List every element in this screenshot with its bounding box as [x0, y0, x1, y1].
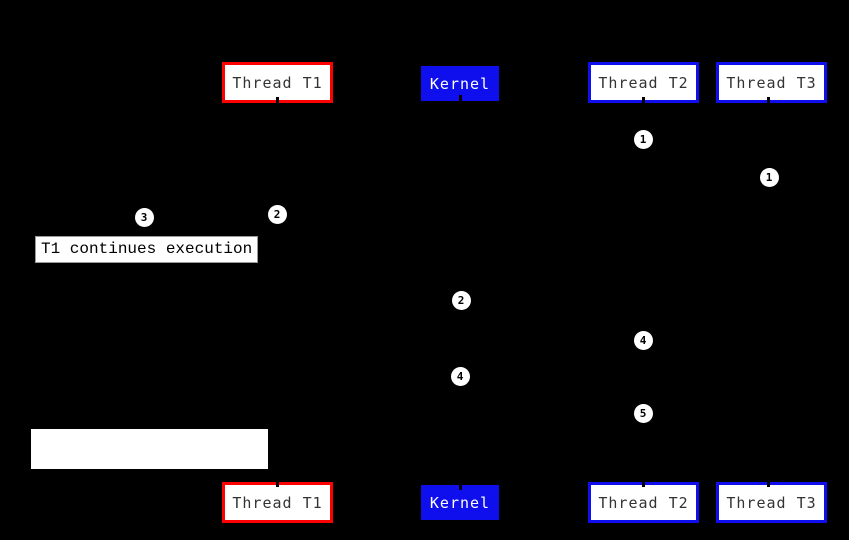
step-marker-1-thread-t3: 1 [759, 167, 779, 187]
step-marker-2-kernel: 2 [451, 290, 471, 310]
lifeline-stub-t3-bottom [767, 476, 770, 487]
step-marker-1-thread-t2-label: 1 [639, 132, 647, 146]
step-marker-3-label: 3 [140, 210, 148, 224]
thread-t3-label-top: Thread T3 [726, 73, 817, 92]
thread-t1-box-bottom: Thread T1 [222, 482, 333, 523]
lifeline-stub-kernel-top [459, 95, 462, 106]
step-marker-1-thread-t2: 1 [633, 129, 653, 149]
step-marker-5-label: 5 [639, 406, 647, 420]
lifeline-stub-kernel-bottom [459, 479, 462, 490]
step-marker-2-kernel-label: 2 [457, 293, 465, 307]
step-marker-4-kernel: 4 [450, 366, 470, 386]
thread-t2-box-bottom: Thread T2 [588, 482, 699, 523]
thread-t3-box-bottom: Thread T3 [716, 482, 827, 523]
step-marker-1-thread-t3-label: 1 [765, 170, 773, 184]
lifeline-stub-t1-top [276, 97, 279, 108]
thread-t3-box-top: Thread T3 [716, 62, 827, 103]
thread-t3-label-bottom: Thread T3 [726, 493, 817, 512]
t1-continues-execution-label: T1 continues execution [35, 236, 258, 263]
annotation-text: T1 continues execution [41, 240, 253, 258]
thread-t1-label-bottom: Thread T1 [232, 493, 323, 512]
thread-t2-label-top: Thread T2 [598, 73, 689, 92]
lifeline-stub-t1-bottom [276, 476, 279, 487]
thread-t2-box-top: Thread T2 [588, 62, 699, 103]
step-marker-2-thread-t1: 2 [267, 204, 287, 224]
thread-t2-label-bottom: Thread T2 [598, 493, 689, 512]
step-marker-4-kernel-label: 4 [456, 369, 464, 383]
step-marker-3: 3 [134, 207, 154, 227]
kernel-label-top: Kernel [429, 74, 491, 93]
step-marker-5: 5 [633, 403, 653, 423]
kernel-label-bottom: Kernel [429, 493, 491, 512]
step-marker-2-thread-t1-label: 2 [273, 207, 281, 221]
lifeline-stub-t2-bottom [642, 476, 645, 487]
step-marker-4-thread-t2-label: 4 [639, 333, 647, 347]
lifeline-stub-t3-top [767, 97, 770, 108]
blank-callout-box [31, 429, 268, 469]
lifeline-stub-t2-top [642, 97, 645, 108]
kernel-box-bottom: Kernel [421, 485, 499, 520]
thread-t1-box-top: Thread T1 [222, 62, 333, 103]
thread-t1-label-top: Thread T1 [232, 73, 323, 92]
step-marker-4-thread-t2: 4 [633, 330, 653, 350]
